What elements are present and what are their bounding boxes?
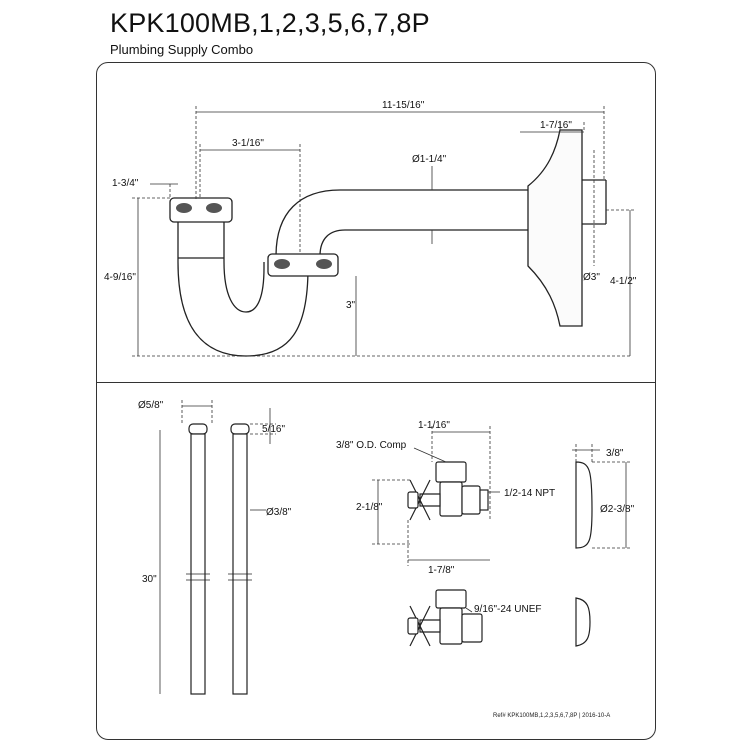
supply-tube-dimensions bbox=[159, 400, 276, 694]
supply-tubes-drawing bbox=[186, 423, 252, 695]
dim-tube-length: 30" bbox=[142, 574, 157, 585]
dim-pipe-diameter: Ø1-1/4" bbox=[412, 154, 447, 165]
dim-valve-outlet-offset: 1-1/16" bbox=[418, 420, 450, 431]
p-trap-drawing bbox=[177, 129, 607, 357]
section-divider bbox=[96, 382, 656, 383]
dim-outlet-height: 4-1/2" bbox=[610, 276, 637, 287]
dim-slip-nut: 1-3/4" bbox=[112, 178, 139, 189]
dim-valve-height: 2-1/8" bbox=[356, 502, 383, 513]
page-title: KPK100MB,1,2,3,5,6,7,8P bbox=[110, 8, 430, 38]
unef-leader bbox=[465, 607, 473, 613]
label-npt: 1/2-14 NPT bbox=[504, 488, 555, 499]
dim-valve-depth: 1-7/8" bbox=[428, 565, 455, 576]
dim-flange-diameter: Ø3" bbox=[583, 272, 600, 283]
dim-escutcheon-diameter: Ø2-3/8" bbox=[600, 504, 635, 515]
angle-valve-drawing bbox=[407, 461, 489, 521]
dim-inlet-offset: 3-1/16" bbox=[232, 138, 264, 149]
dim-head-length: 5/16" bbox=[262, 424, 285, 435]
dim-escutcheon-depth: 3/8" bbox=[606, 448, 624, 459]
dim-flange-depth: 1-7/16" bbox=[540, 120, 572, 131]
escutcheon-drawing bbox=[575, 461, 593, 549]
slip-nut-top bbox=[169, 197, 233, 223]
p-trap-dimensions bbox=[132, 106, 634, 357]
angle-valve-dimensions bbox=[372, 426, 500, 566]
drawing-frame bbox=[96, 62, 656, 740]
dim-overall-height: 4-9/16" bbox=[104, 272, 136, 283]
label-unef: 9/16"-24 UNEF bbox=[474, 604, 541, 615]
angle-valve-alt-drawing bbox=[407, 589, 483, 647]
dim-overall-length: 11-15/16" bbox=[382, 100, 425, 111]
dim-tube-diameter: Ø3/8" bbox=[266, 507, 292, 518]
label-compression: 3/8" O.D. Comp bbox=[336, 440, 407, 451]
reference-number: Ref# KPK100MB,1,2,3,5,6,7,8P | 2016-10-A bbox=[493, 713, 611, 719]
escutcheon-dimensions bbox=[572, 444, 632, 549]
page-subtitle: Plumbing Supply Combo bbox=[110, 42, 254, 57]
escutcheon-alt-drawing bbox=[575, 597, 591, 647]
dim-head-diameter: Ø5/8" bbox=[138, 400, 164, 411]
dim-trap-depth: 3" bbox=[346, 300, 356, 311]
slip-nut-bottom bbox=[267, 253, 339, 277]
